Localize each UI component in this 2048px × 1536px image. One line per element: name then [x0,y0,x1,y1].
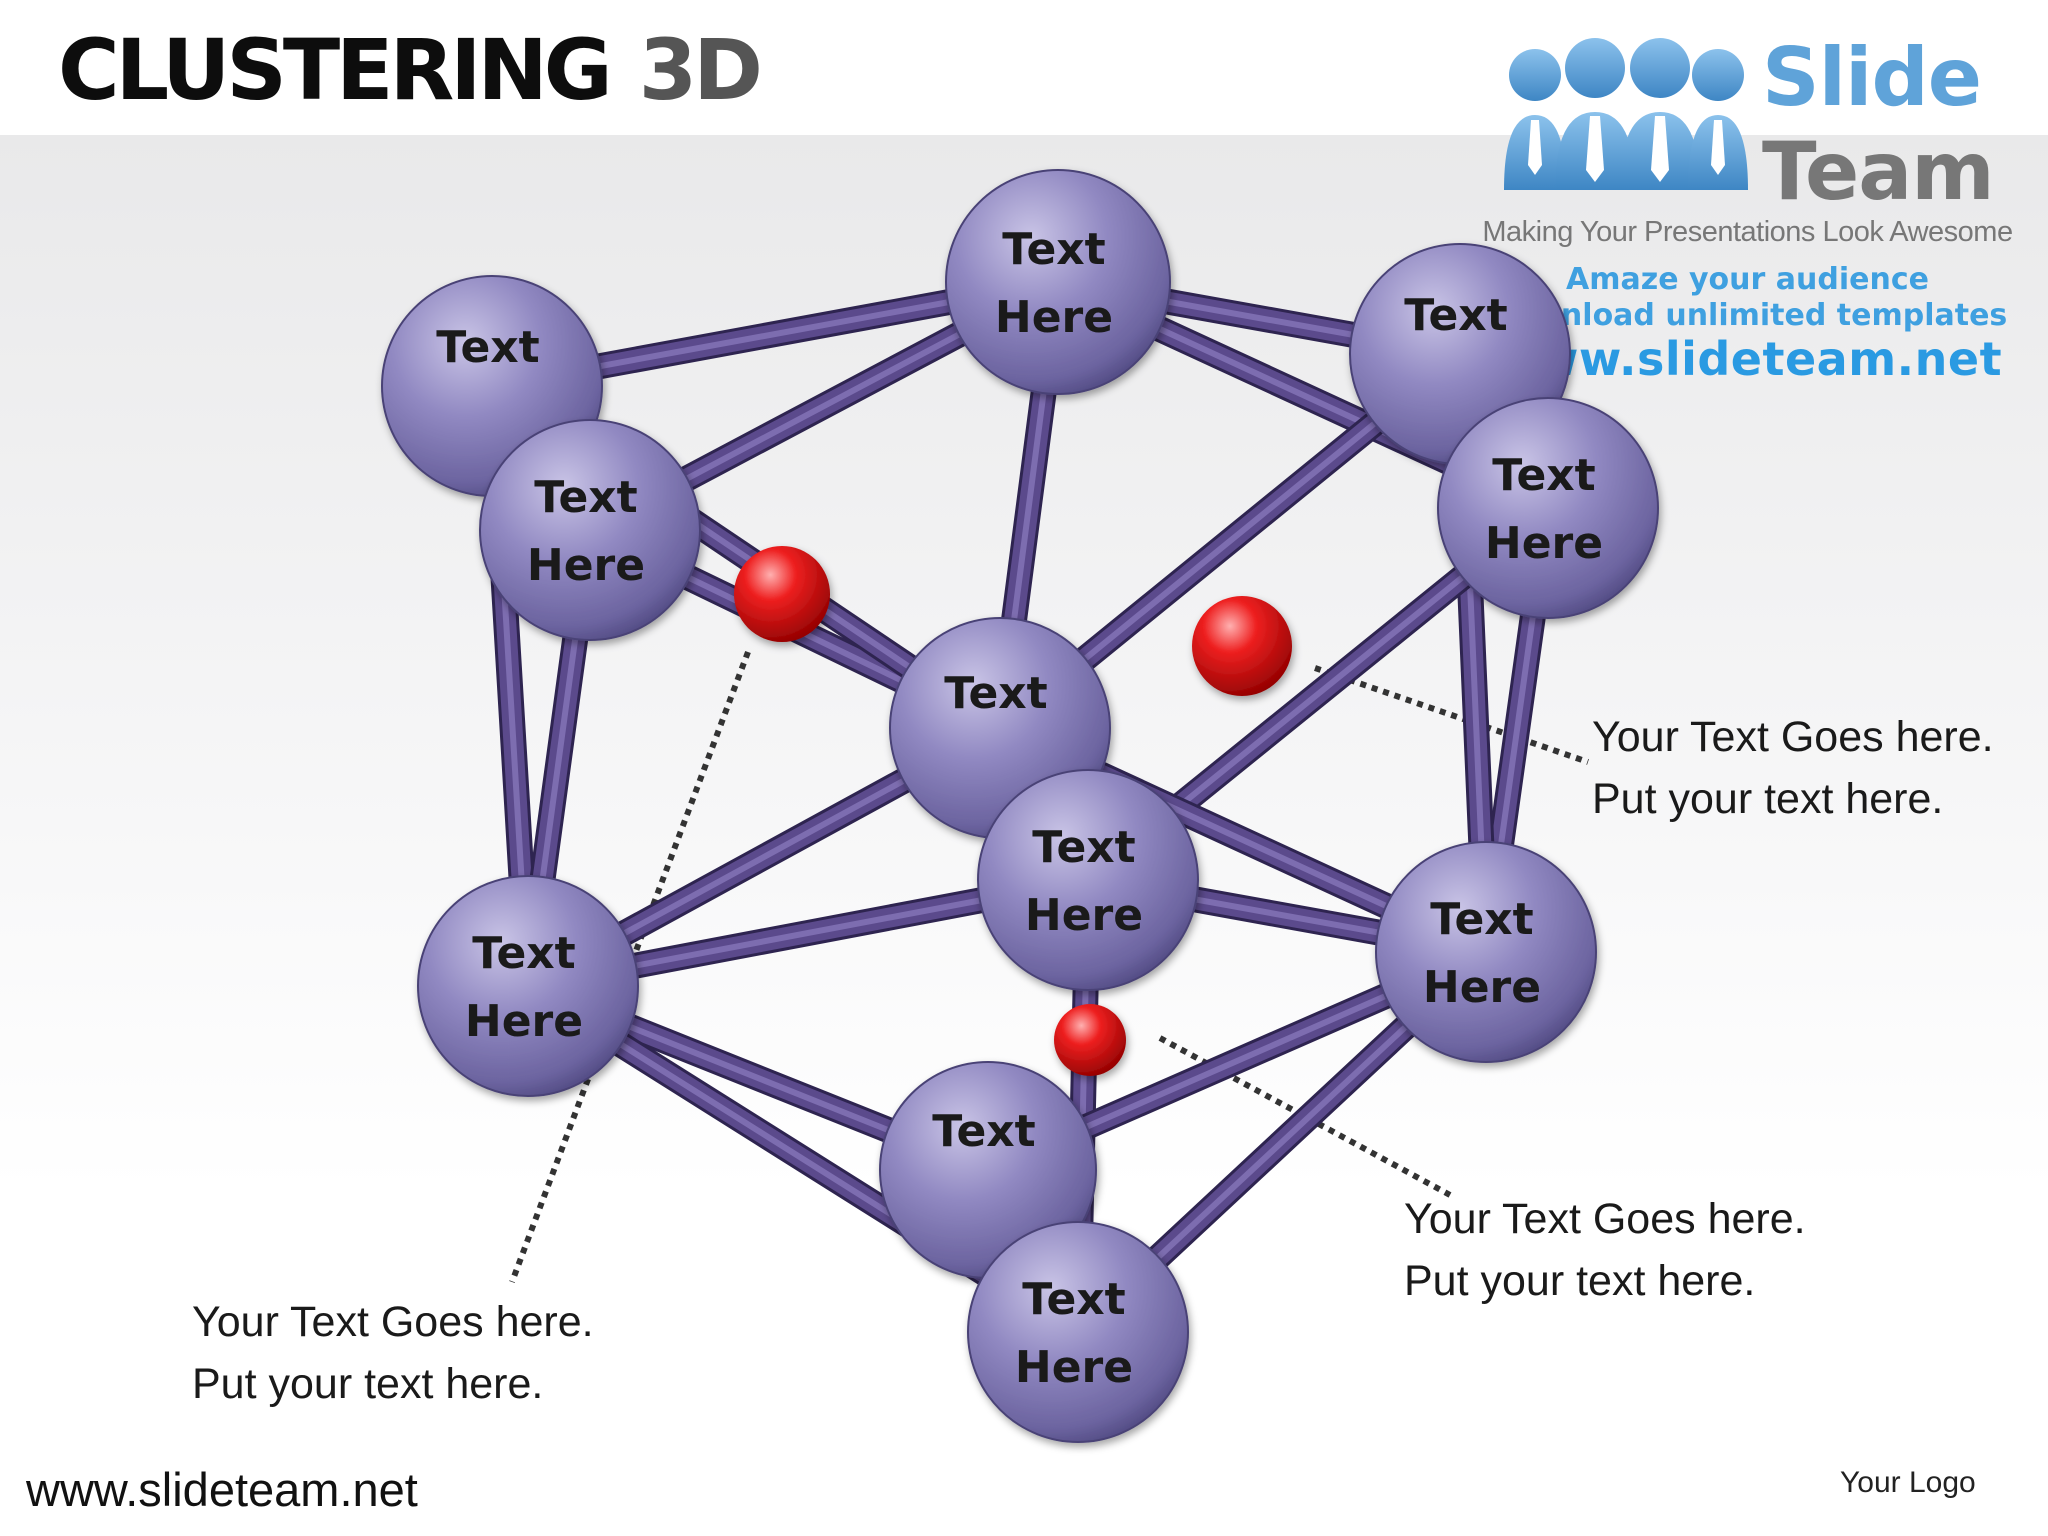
node-label-line2: Here [1485,518,1603,569]
node-label-line1: Text [1032,822,1135,873]
callout-right: Your Text Goes here. Put your text here. [1592,706,1994,830]
node-label-line2: Here [1015,1342,1133,1393]
logo-tagline: Making Your Presentations Look Awesome [1482,216,2013,248]
node-label-line1: Text [932,1106,1035,1157]
title-word-clustering: CLUSTERING [58,21,613,119]
node-sphere [479,419,701,641]
node-label-line1: Text [472,928,575,979]
people-logo-icon [1504,38,1748,190]
promo-amaze: Amaze your audience [1566,262,1929,297]
node-label-line2: Here [995,292,1113,343]
node-sphere [1437,397,1659,619]
callout-lower-left-line1: Your Text Goes here. [192,1298,594,1346]
title-word-3d: 3D [638,21,763,119]
red-marker-2 [1192,596,1292,696]
node-sphere [977,769,1199,991]
node-label-line1: Text [1002,224,1105,275]
node-label-line1: Text [1430,894,1533,945]
slideteam-logo: Slide Team Making Your Presentations Loo… [1470,20,2030,387]
node-label-line1: Text [534,472,637,523]
node-label-line2: Here [1025,890,1143,941]
node-label-line2: Here [527,540,645,591]
callout-lower-right: Your Text Goes here. Put your text here. [1404,1188,1806,1312]
node-label-line1: Text [436,322,539,373]
node-sphere [1375,841,1597,1063]
node-label-line2: Here [1423,962,1541,1013]
footer-url: www.slideteam.net [26,1463,418,1516]
red-marker-1 [734,546,830,642]
node-label-line1: Text [1022,1274,1125,1325]
cluster-nodes: TextTextTextHereTextHereTextHereTextText… [381,169,1659,1443]
callout-right-line1: Your Text Goes here. [1592,713,1994,761]
node-bottom-back: Text [879,1061,1097,1279]
node-sphere [945,169,1171,395]
logo-brand-team: Team [1762,125,1995,218]
promo-url: www.slideteam.net [1492,332,2003,386]
node-label-line1: Text [1404,290,1507,341]
logo-brand-slide: Slide [1762,31,1982,124]
red-markers [734,546,1292,1076]
callout-lower-left: Your Text Goes here. Put your text here. [192,1291,594,1415]
promo-download: Download unlimited templates [1487,298,2008,333]
node-sphere [967,1221,1189,1443]
node-label-line2: Here [465,996,583,1047]
red-marker-3 [1054,1004,1126,1076]
footer-logo-placeholder: Your Logo [1840,1466,1976,1499]
node-label-line1: Text [944,668,1047,719]
node-label-line1: Text [1492,450,1595,501]
callout-connector-1 [1314,665,1589,765]
callout-lower-left-line2: Put your text here. [192,1360,544,1408]
callout-lower-right-line1: Your Text Goes here. [1404,1195,1806,1243]
node-sphere [417,875,639,1097]
callout-right-line2: Put your text here. [1592,775,1944,823]
callout-lower-right-line2: Put your text here. [1404,1257,1756,1305]
